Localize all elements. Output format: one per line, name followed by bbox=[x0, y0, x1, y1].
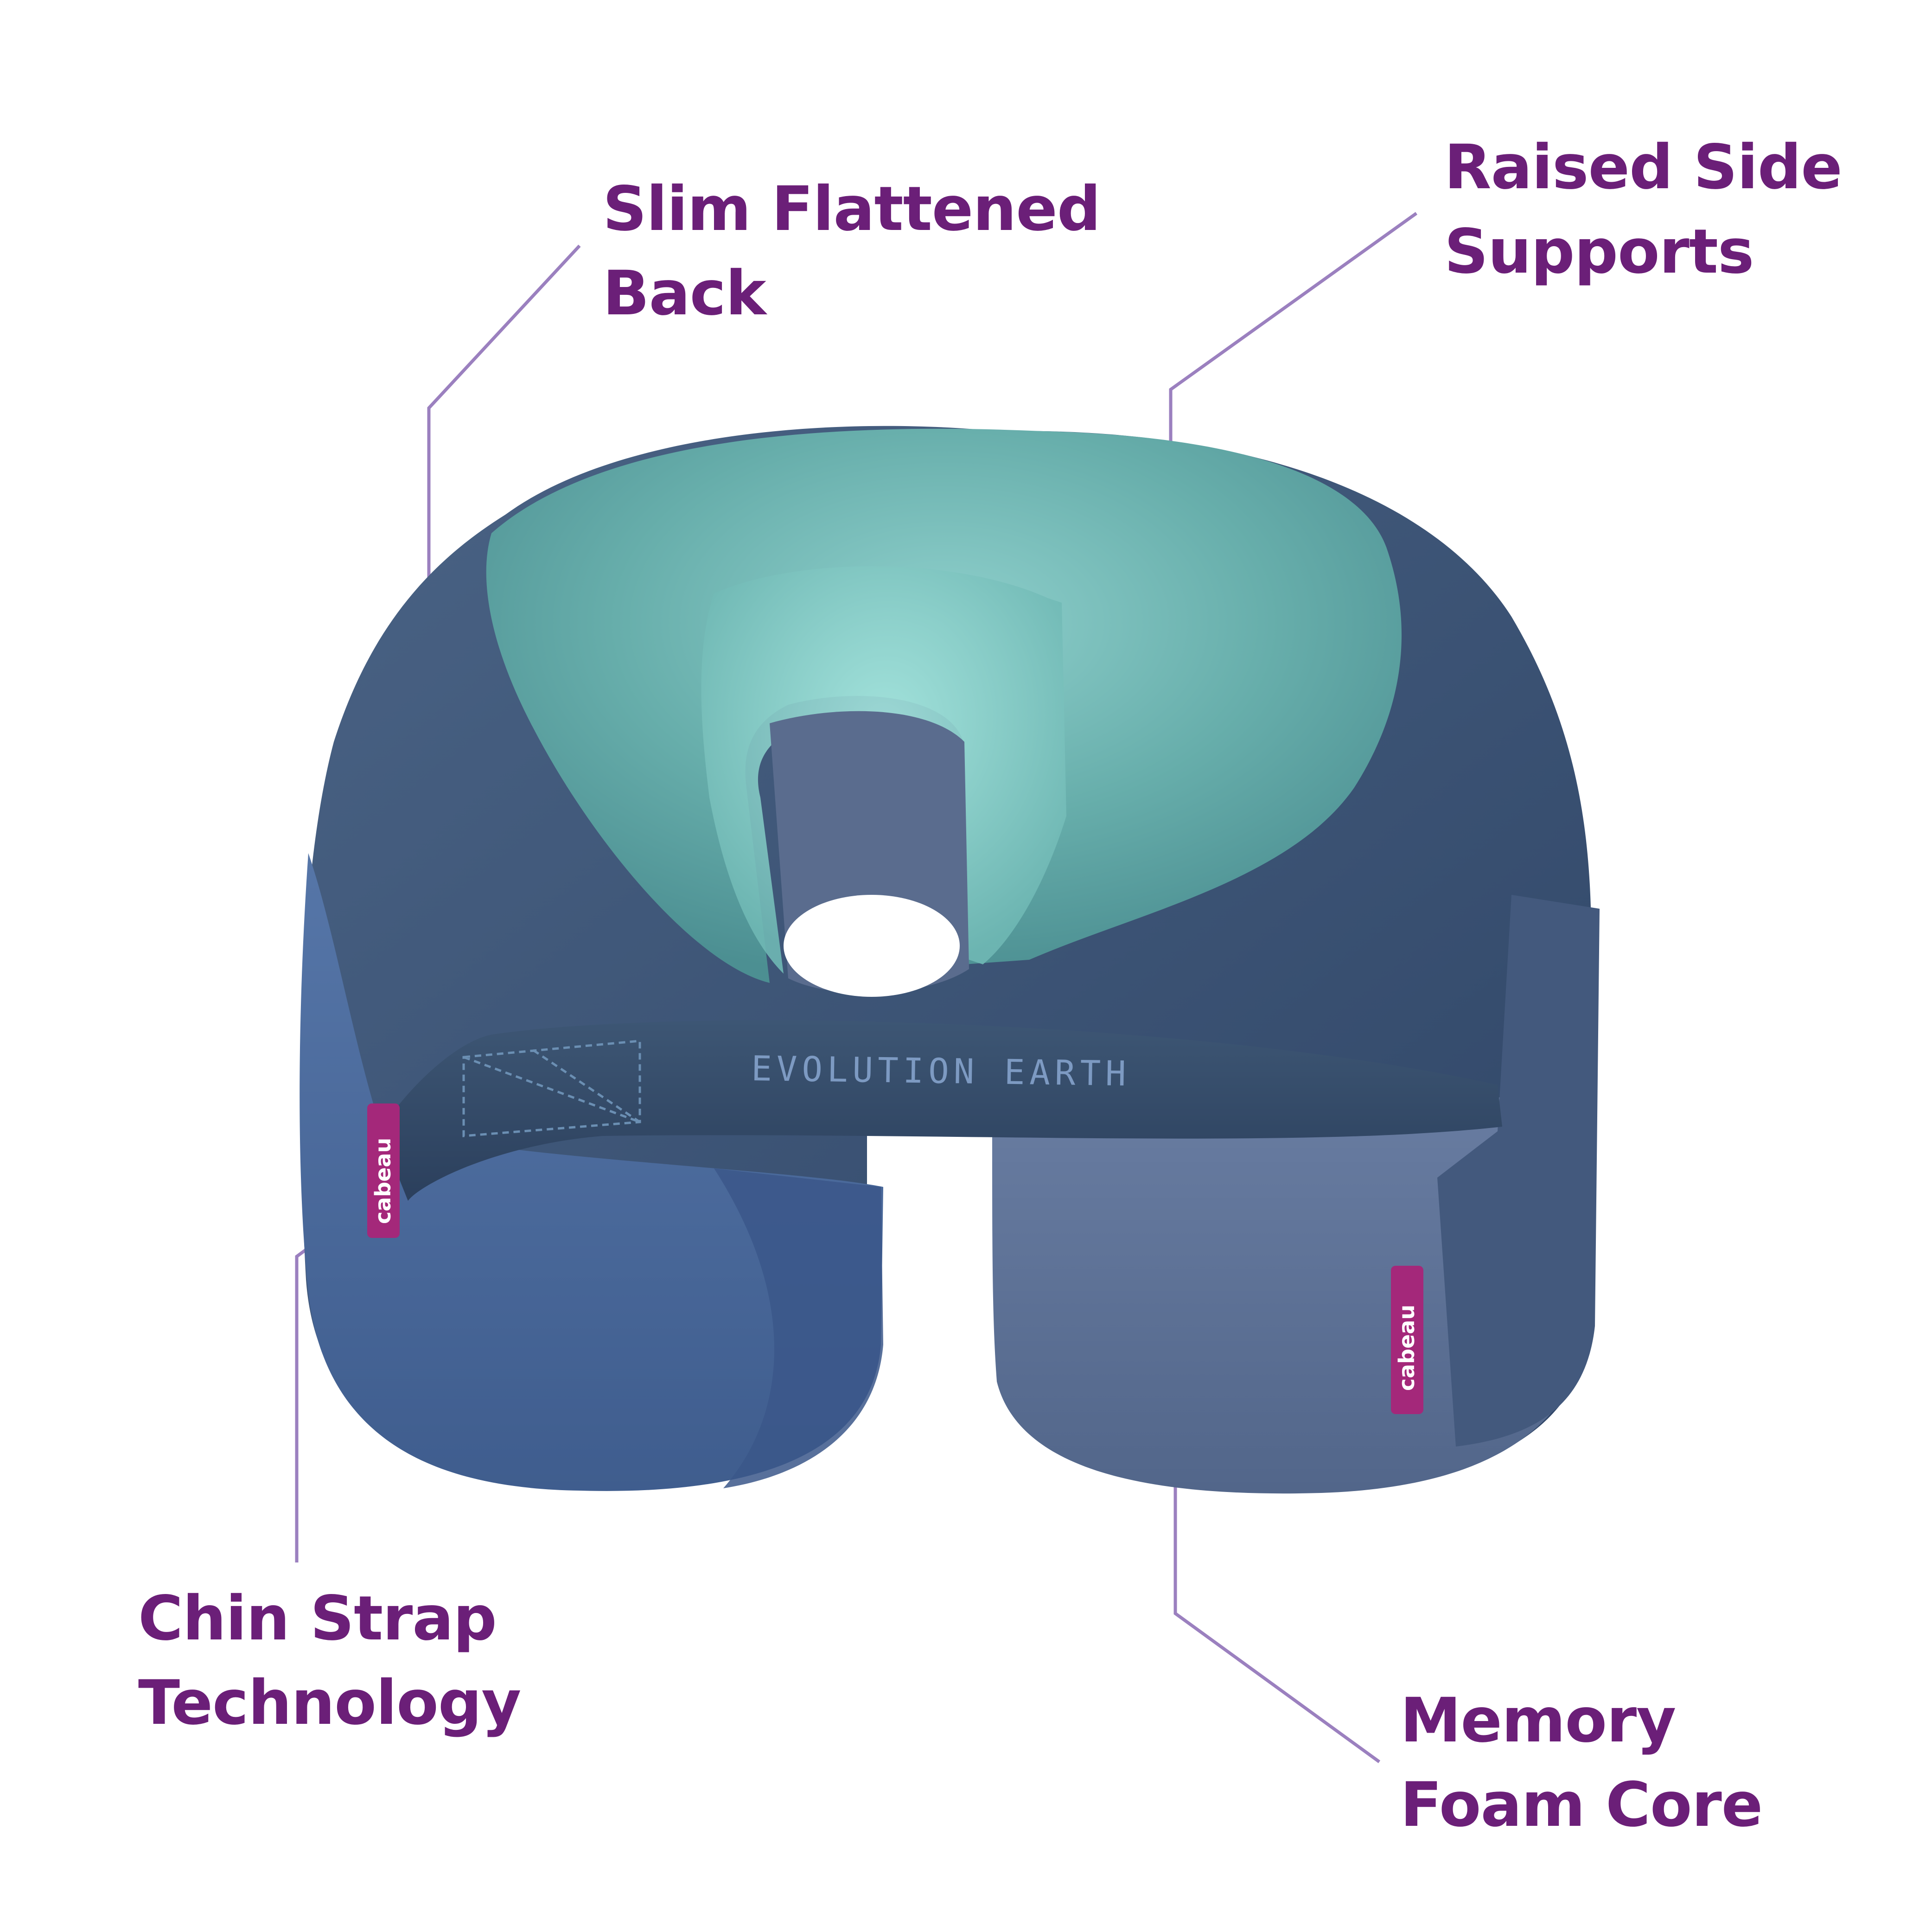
callout-memory-foam-core: Memory Foam Core bbox=[1400, 1678, 1763, 1847]
callout-slim-line-2: Back bbox=[603, 258, 766, 329]
neck-pillow: EVOLUTION EARTH cabeau cabeau bbox=[300, 426, 1600, 1494]
callout-memory-line-2: Foam Core bbox=[1400, 1769, 1763, 1841]
chin-strap bbox=[380, 1020, 1502, 1201]
callout-raised-line-2: Supports bbox=[1444, 216, 1754, 287]
pillow-center-hole bbox=[784, 895, 960, 997]
callout-memory-line-1: Memory bbox=[1400, 1685, 1676, 1756]
pillow-left-arm-inner bbox=[714, 1168, 883, 1488]
callout-raised-side-supports: Raised Side Supports bbox=[1444, 125, 1843, 294]
pillow-side-band bbox=[1437, 895, 1600, 1447]
brand-tag-right: cabeau bbox=[1391, 1266, 1423, 1414]
callout-raised-line-1: Raised Side bbox=[1444, 132, 1843, 203]
callout-chin-line-1: Chin Strap bbox=[138, 1583, 497, 1654]
callout-chin-strap-technology: Chin Strap Technology bbox=[138, 1576, 521, 1745]
pillow-right-arm bbox=[992, 1066, 1590, 1494]
strap-label: EVOLUTION EARTH bbox=[751, 1049, 1131, 1094]
pillow-left-arm bbox=[300, 853, 883, 1491]
brand-tag-right-text: cabeau bbox=[1394, 1305, 1419, 1391]
strap-stitching bbox=[462, 1039, 641, 1137]
callout-slim-line-1: Slim Flattened bbox=[603, 173, 1101, 245]
brand-tag-left: cabeau bbox=[367, 1103, 400, 1238]
callout-chin-line-2: Technology bbox=[138, 1667, 521, 1739]
callout-slim-flattened-back: Slim Flattened Back bbox=[603, 167, 1101, 336]
brand-tag-left-text: cabeau bbox=[370, 1138, 395, 1224]
pillow-inner-lining bbox=[701, 566, 1066, 974]
